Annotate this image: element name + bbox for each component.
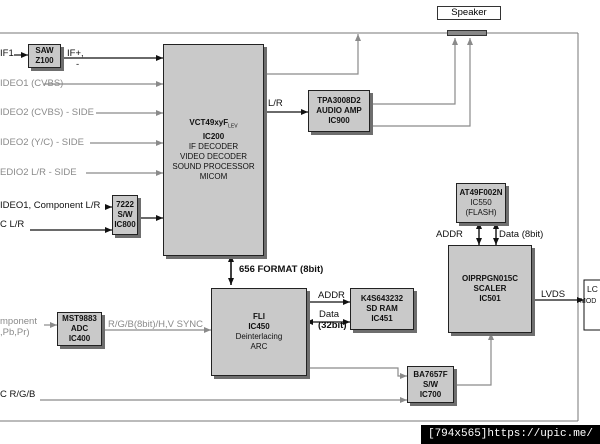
vct-func-1: IF DECODER bbox=[188, 141, 239, 151]
sw800-func: S/W bbox=[117, 210, 133, 219]
lcd-module-box bbox=[583, 279, 600, 331]
vct-name: VCT49xyFLEV bbox=[189, 118, 238, 130]
vct-func-3: SOUND PROCESSOR bbox=[172, 161, 255, 171]
input-video1-component: IDEO1, Component L/R bbox=[0, 200, 101, 211]
fli-func-1: Deinterlacing bbox=[235, 332, 283, 341]
sdram-name: K4S643232 bbox=[360, 294, 404, 303]
flash-block: AT49F002N IC550 (FLASH) bbox=[456, 183, 506, 223]
adc-block: MST9883 ADC IC400 bbox=[57, 312, 102, 346]
vct-decoder-block: VCT49xyFLEV IC200 IF DECODER VIDEO DECOD… bbox=[163, 44, 264, 256]
adc-func: ADC bbox=[70, 324, 89, 333]
sw700-ref: IC700 bbox=[419, 389, 442, 399]
scaler-func: SCALER bbox=[473, 284, 507, 293]
scaler-ref: IC501 bbox=[479, 294, 501, 303]
amp-func: AUDIO AMP bbox=[316, 106, 362, 115]
sw800-ref: IC800 bbox=[114, 220, 136, 229]
input-if1: IF1 bbox=[0, 48, 14, 59]
sdram-ref: IC451 bbox=[371, 314, 393, 323]
input-c-lr: C L/R bbox=[0, 219, 25, 230]
input-component-2: ,Pb,Pr) bbox=[0, 327, 30, 338]
amp-name: TPA3008D2 bbox=[317, 96, 361, 105]
saw-name: SAW bbox=[35, 46, 54, 55]
signal-656-format: 656 FORMAT (8bit) bbox=[239, 264, 324, 275]
signal-speaker-l: Speaker L bbox=[374, 93, 418, 104]
flash-func: (FLASH) bbox=[465, 208, 497, 217]
signal-if-minus: - bbox=[76, 59, 80, 70]
sw700-func: S/W bbox=[422, 379, 439, 389]
signal-sound-out: Sound Out L/R bbox=[268, 63, 331, 74]
sdram-func: SD RAM bbox=[366, 304, 398, 313]
input-component-1: mponent bbox=[0, 316, 37, 327]
signal-addr-ram: ADDR bbox=[318, 290, 345, 301]
fli-name: FLI bbox=[253, 312, 265, 321]
adc-ref: IC400 bbox=[68, 334, 91, 343]
fli-block: FLI IC450 Deinterlacing ARC bbox=[211, 288, 307, 376]
speaker-connector bbox=[447, 30, 487, 36]
panel-label-1: LC bbox=[587, 284, 598, 294]
amp-ref: IC900 bbox=[328, 116, 350, 125]
saw-ref: Z100 bbox=[35, 56, 54, 65]
flash-name: AT49F002N bbox=[459, 188, 503, 197]
vct-func-2: VIDEO DECODER bbox=[179, 151, 248, 161]
sw700-name: BA7657F bbox=[413, 369, 448, 379]
input-video2-cvbs-side: IDEO2 (CVBS) - SIDE bbox=[0, 107, 94, 118]
signal-if-plus: IF+, bbox=[67, 48, 84, 59]
fli-ref: IC450 bbox=[248, 322, 270, 331]
signal-lr: L/R bbox=[268, 98, 283, 109]
audio-amp-block: TPA3008D2 AUDIO AMP IC900 bbox=[308, 90, 370, 132]
input-video2-yc-side: IDEO2 (Y/C) - SIDE bbox=[0, 137, 84, 148]
watermark-bar: [794x565]https://upic.me/ bbox=[421, 425, 600, 444]
scaler-block: OIPRPGN015C SCALER IC501 bbox=[448, 245, 532, 333]
adc-name: MST9883 bbox=[62, 314, 97, 323]
signal-data-ram-2: (32bit) bbox=[318, 320, 347, 331]
input-c-rgb: C R/G/B bbox=[0, 389, 36, 400]
input-video1-cvbs: IDEO1 (CVBS) bbox=[0, 78, 64, 89]
saw-filter-block: SAW Z100 bbox=[28, 44, 61, 68]
input-audio2-lr-side: EDIO2 L/R - SIDE bbox=[0, 167, 77, 178]
panel-label-2: MOD bbox=[580, 298, 597, 305]
sdram-block: K4S643232 SD RAM IC451 bbox=[350, 288, 414, 330]
scaler-name: OIPRPGN015C bbox=[461, 274, 519, 283]
speaker-box: Speaker bbox=[437, 6, 501, 20]
switch-ic700-block: BA7657F S/W IC700 bbox=[407, 366, 454, 403]
flash-ref: IC550 bbox=[470, 198, 492, 207]
switch-ic800-block: 7222 S/W IC800 bbox=[112, 195, 138, 235]
signal-rgb-sync: R/G/B(8bit)/H,V SYNC bbox=[108, 319, 204, 330]
signal-data-flash: Data (8bit) bbox=[499, 229, 544, 240]
signal-fli-rgb: FLI R/G/B/H,VSYNC bbox=[311, 357, 399, 368]
vct-ref: IC200 bbox=[202, 131, 225, 141]
signal-lvds: LVDS bbox=[541, 289, 566, 300]
signal-data-ram-1: Data bbox=[319, 309, 340, 320]
sw800-name: 7222 bbox=[116, 200, 134, 209]
vct-func-4: MICOM bbox=[199, 171, 228, 181]
fli-func-2: ARC bbox=[250, 342, 268, 351]
signal-speaker-r: Speaker R bbox=[374, 114, 419, 125]
signal-addr-flash: ADDR bbox=[436, 229, 463, 240]
